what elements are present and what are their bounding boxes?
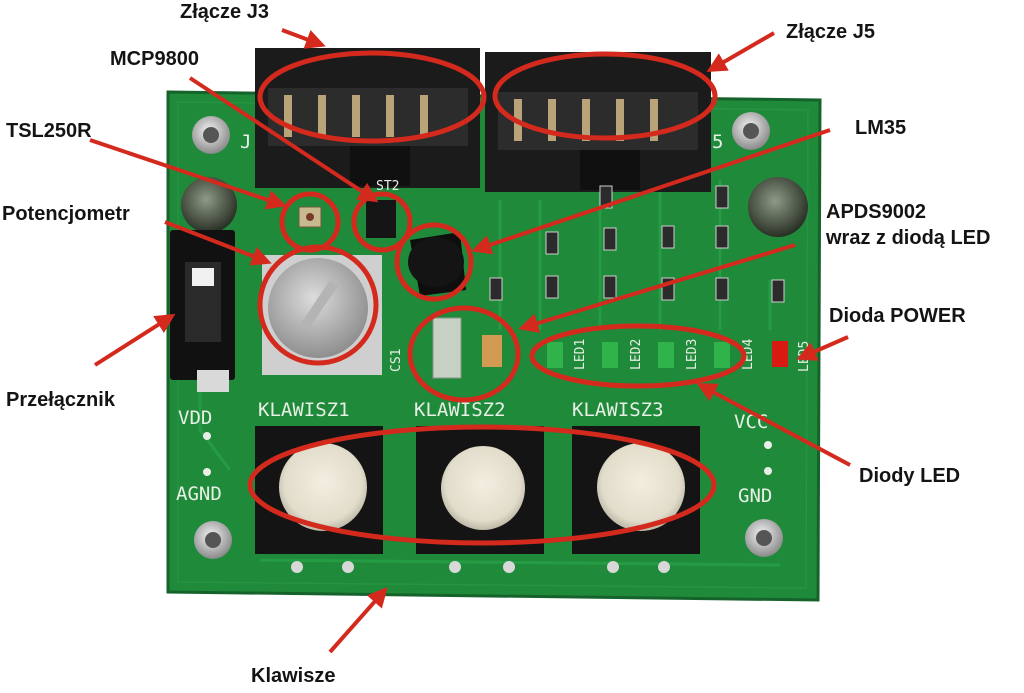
status-leds: [547, 342, 730, 368]
silk-klawisz3: KLAWISZ3: [572, 399, 664, 421]
arrow-klawisze: [328, 587, 388, 654]
label-tsl250r: TSL250R: [6, 120, 92, 142]
label-apds9002-line2: wraz z diodą LED: [826, 227, 991, 249]
connector-j3: [255, 48, 480, 188]
arrow-dioda-power: [796, 335, 849, 361]
label-przelacznik: Przełącznik: [6, 389, 115, 411]
arrow-przelacznik: [93, 313, 176, 367]
capacitor-left: [181, 177, 237, 233]
highlight-j3: [257, 50, 487, 144]
silk-klawisz2: KLAWISZ2: [414, 399, 506, 421]
highlight-lm35: [394, 222, 474, 302]
highlight-mcp9800: [351, 191, 413, 253]
arrow-apds9002: [518, 243, 796, 333]
arrow-tsl250r: [89, 138, 287, 210]
label-klawisze: Klawisze: [251, 665, 336, 687]
potentiometer: [262, 255, 382, 375]
label-apds9002-line1: APDS9002: [826, 201, 927, 223]
silk-j-right: 5: [712, 131, 723, 153]
label-dioda-power: Dioda POWER: [829, 305, 966, 327]
highlight-j5: [492, 51, 718, 141]
silk-klawisz1: KLAWISZ1: [258, 399, 350, 421]
label-diody-led: Diody LED: [859, 465, 961, 487]
highlight-apds9002: [407, 305, 521, 403]
silk-st2: ST2: [376, 179, 399, 194]
silk-j-left: J: [240, 131, 251, 153]
highlight-led-row: [529, 323, 747, 389]
arrow-potencjometr: [164, 220, 272, 266]
highlight-buttons: [247, 424, 717, 546]
silk-agnd: AGND: [176, 483, 222, 505]
button-klawisz2: [416, 426, 544, 573]
slide-switch: [170, 230, 235, 392]
mounting-screw-bottom-right: [745, 519, 783, 557]
mounting-screw-top-right: [732, 112, 770, 150]
silk-led3: LED3: [685, 339, 700, 370]
silk-led2: LED2: [629, 339, 644, 370]
connector-j5: [485, 52, 711, 192]
arrow-j5: [706, 31, 776, 73]
power-led: [772, 341, 788, 367]
apds9002-sensor: [432, 317, 502, 379]
label-j3: Złącze J3: [180, 1, 269, 23]
silk-led1: LED1: [573, 339, 588, 370]
highlight-potentiometer: [257, 244, 379, 366]
arrow-diody-led: [696, 383, 851, 467]
label-lm35: LM35: [855, 117, 907, 139]
button-klawisz1: [255, 426, 383, 573]
mounting-screw-bottom-left: [194, 521, 232, 559]
silk-gnd: GND: [738, 485, 772, 507]
capacitor-right: [748, 177, 808, 237]
mounting-screw-top-left: [192, 116, 230, 154]
label-potencjometr: Potencjometr: [2, 203, 130, 225]
lm35-sensor: [408, 232, 466, 296]
silk-cs1: CS1: [389, 349, 404, 372]
label-mcp9800: MCP9800: [110, 48, 199, 70]
arrow-lm35: [471, 128, 831, 255]
arrow-j3: [281, 28, 326, 49]
label-j5: Złącze J5: [786, 21, 875, 43]
arrow-mcp9800: [188, 76, 379, 203]
button-klawisz3: [572, 426, 700, 573]
silk-vdd: VDD: [178, 407, 212, 429]
mcp9800-chip: [366, 200, 396, 238]
